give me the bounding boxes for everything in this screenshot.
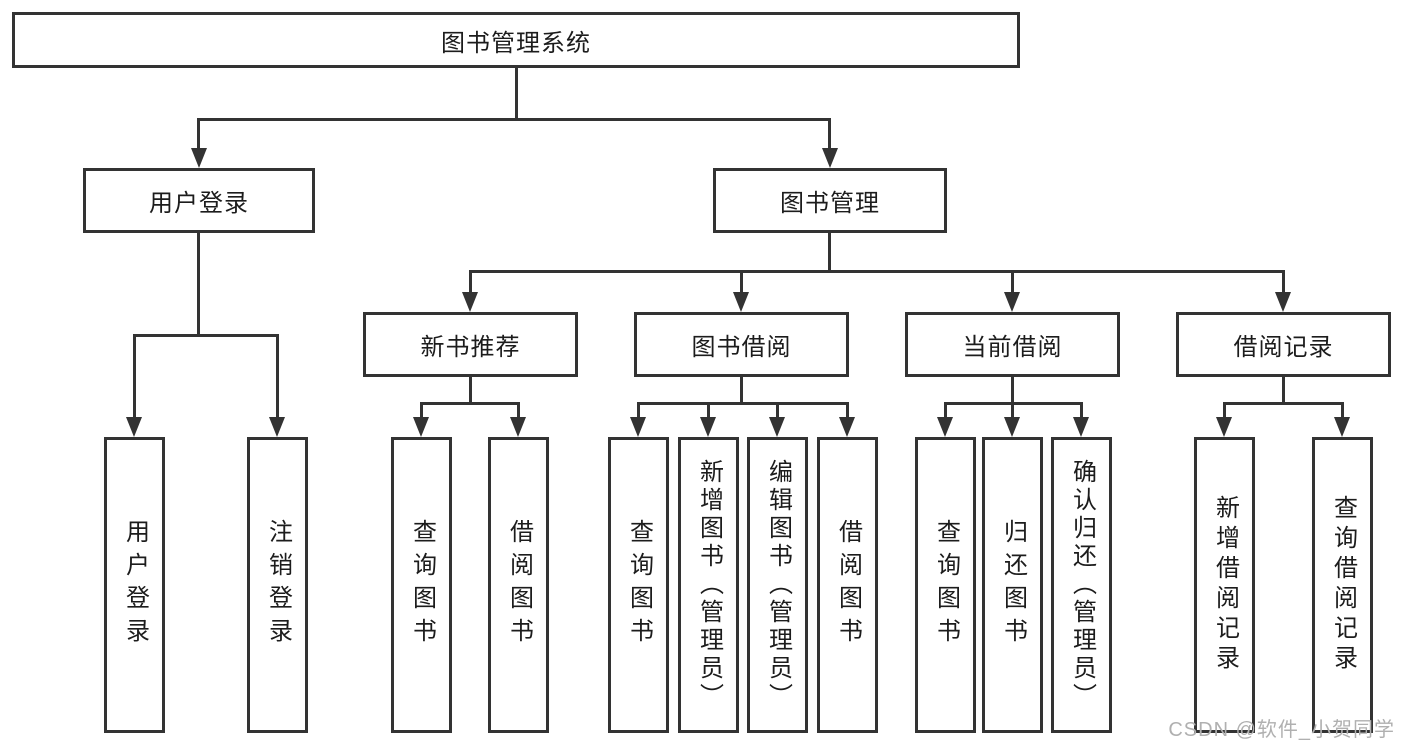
connector-to-leaf-cb-return	[1011, 402, 1014, 419]
connector-root-stem	[515, 68, 518, 118]
node-borrow-record: 借阅记录	[1176, 312, 1391, 377]
leaf-recommend-borrow-book-label: 借阅图书	[505, 519, 533, 651]
arrowhead-leaf-rec-query	[413, 417, 429, 437]
leaf-current-confirm-return-admin-label: 确认归还（管理员）	[1068, 459, 1096, 711]
connector-to-leaf-logout	[276, 334, 279, 419]
leaf-current-return-book: 归还图书	[982, 437, 1043, 733]
leaf-user-login-label: 用户登录	[121, 519, 149, 651]
arrowhead-book-borrow	[733, 292, 749, 312]
node-root: 图书管理系统	[12, 12, 1020, 68]
leaf-current-return-book-label: 归还图书	[999, 519, 1027, 651]
leaf-borrow-edit-book-admin: 编辑图书（管理员）	[747, 437, 808, 733]
connector-to-leaf-rec-query	[420, 402, 423, 419]
connector-to-book-borrow	[740, 270, 743, 294]
leaf-borrow-borrow-book: 借阅图书	[817, 437, 878, 733]
leaf-recommend-query-book-label: 查询图书	[408, 519, 436, 651]
connector-borrow-record-bar	[1223, 402, 1344, 405]
connector-to-current-borrow	[1011, 270, 1014, 294]
connector-recommend-stem	[469, 377, 472, 405]
leaf-record-add-record-label: 新增借阅记录	[1211, 495, 1239, 675]
leaf-record-query-record: 查询借阅记录	[1312, 437, 1373, 733]
node-current-borrow-label: 当前借阅	[962, 334, 1063, 361]
arrowhead-leaf-rec-borrow	[510, 417, 526, 437]
arrowhead-leaf-bb-borrow	[839, 417, 855, 437]
arrowhead-leaf-logout	[269, 417, 285, 437]
connector-user-login-bar	[133, 334, 279, 337]
node-root-label: 图书管理系统	[441, 29, 591, 57]
connector-to-leaf-user-login	[133, 334, 136, 419]
arrowhead-leaf-cb-query	[937, 417, 953, 437]
leaf-recommend-borrow-book: 借阅图书	[488, 437, 549, 733]
connector-to-user-login	[197, 118, 200, 150]
leaf-borrow-borrow-book-label: 借阅图书	[834, 519, 862, 651]
connector-to-leaf-br-query	[1341, 402, 1344, 419]
arrowhead-leaf-cb-return	[1004, 417, 1020, 437]
connector-root-bar	[198, 118, 831, 121]
connector-to-leaf-rec-borrow	[517, 402, 520, 419]
connector-to-leaf-br-add	[1223, 402, 1226, 419]
connector-book-borrow-bar	[637, 402, 849, 405]
leaf-record-query-record-label: 查询借阅记录	[1329, 495, 1357, 675]
node-new-book-recommend-label: 新书推荐	[420, 334, 521, 361]
arrowhead-new-book-recommend	[462, 292, 478, 312]
connector-to-book-management	[828, 118, 831, 150]
leaf-current-query-book: 查询图书	[915, 437, 976, 733]
connector-to-leaf-cb-confirm	[1080, 402, 1083, 419]
arrowhead-borrow-record	[1275, 292, 1291, 312]
connector-to-new-book-recommend	[469, 270, 472, 294]
connector-to-leaf-bb-query	[637, 402, 640, 419]
node-book-management: 图书管理	[713, 168, 947, 233]
node-book-borrow-label: 图书借阅	[691, 334, 792, 361]
connector-user-login-stem	[197, 233, 200, 337]
leaf-borrow-edit-book-admin-label: 编辑图书（管理员）	[764, 459, 792, 711]
leaf-borrow-add-book-admin-label: 新增图书（管理员）	[695, 459, 723, 711]
connector-borrow-record-stem	[1282, 377, 1285, 405]
connector-to-borrow-record	[1282, 270, 1285, 294]
node-user-login: 用户登录	[83, 168, 315, 233]
connector-to-leaf-cb-query	[944, 402, 947, 419]
arrowhead-leaf-br-add	[1216, 417, 1232, 437]
leaf-logout: 注销登录	[247, 437, 308, 733]
leaf-recommend-query-book: 查询图书	[391, 437, 452, 733]
leaf-borrow-add-book-admin: 新增图书（管理员）	[678, 437, 739, 733]
arrowhead-current-borrow	[1004, 292, 1020, 312]
arrowhead-leaf-bb-add	[700, 417, 716, 437]
leaf-borrow-query-book-label: 查询图书	[625, 519, 653, 651]
node-book-borrow: 图书借阅	[634, 312, 849, 377]
node-new-book-recommend: 新书推荐	[363, 312, 578, 377]
connector-book-borrow-stem	[740, 377, 743, 405]
connector-current-borrow-stem	[1011, 377, 1014, 405]
connector-recommend-bar	[420, 402, 520, 405]
arrowhead-leaf-cb-confirm	[1073, 417, 1089, 437]
node-borrow-record-label: 借阅记录	[1233, 334, 1334, 361]
arrowhead-book-management	[822, 148, 838, 168]
connector-to-leaf-bb-borrow	[846, 402, 849, 419]
node-user-login-label: 用户登录	[149, 190, 249, 217]
leaf-current-query-book-label: 查询图书	[932, 519, 960, 651]
connector-to-leaf-bb-edit	[776, 402, 779, 419]
connector-book-management-stem	[828, 233, 831, 273]
arrowhead-leaf-user-login	[126, 417, 142, 437]
leaf-borrow-query-book: 查询图书	[608, 437, 669, 733]
watermark: CSDN @软件_小贺同学	[1168, 719, 1395, 741]
arrowhead-leaf-br-query	[1334, 417, 1350, 437]
arrowhead-leaf-bb-query	[630, 417, 646, 437]
arrowhead-leaf-bb-edit	[769, 417, 785, 437]
leaf-current-confirm-return-admin: 确认归还（管理员）	[1051, 437, 1112, 733]
leaf-user-login: 用户登录	[104, 437, 165, 733]
arrowhead-user-login	[191, 148, 207, 168]
node-current-borrow: 当前借阅	[905, 312, 1120, 377]
leaf-record-add-record: 新增借阅记录	[1194, 437, 1255, 733]
leaf-logout-label: 注销登录	[264, 519, 292, 651]
node-book-management-label: 图书管理	[780, 190, 880, 217]
connector-to-leaf-bb-add	[707, 402, 710, 419]
connector-book-management-bar	[469, 270, 1285, 273]
